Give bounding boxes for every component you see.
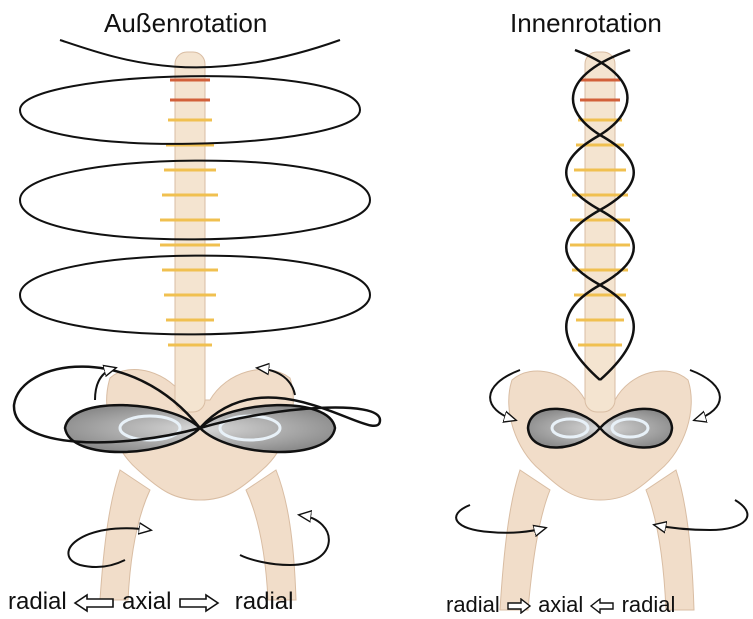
- left-figure-spine: [175, 52, 205, 412]
- right-title: Innenrotation: [510, 8, 662, 39]
- left-outward-arrow-right-icon: [178, 593, 220, 613]
- left-outward-arrow-left-icon: [73, 593, 115, 613]
- left-figure-left-femur: [100, 470, 150, 600]
- left-caption: radial axial radial: [8, 588, 293, 616]
- right-inward-arrow-left-icon: [506, 598, 532, 614]
- right-figure-spine: [585, 52, 615, 412]
- left-caption-axial: axial: [122, 588, 171, 615]
- left-caption-radial-left: radial: [8, 588, 67, 615]
- right-hip-arrow-right: [690, 370, 720, 420]
- right-figure-left-femur: [500, 470, 550, 610]
- right-caption-radial-right: radial: [622, 592, 676, 617]
- right-figure-right-femur: [646, 470, 694, 610]
- left-title: Außenrotation: [104, 8, 267, 39]
- right-caption-axial: axial: [538, 592, 583, 617]
- left-figure-right-femur: [246, 470, 296, 600]
- right-caption-radial-left: radial: [446, 592, 500, 617]
- right-caption: radial axial radial: [446, 592, 675, 618]
- left-caption-radial-right: radial: [235, 588, 294, 615]
- right-inward-arrow-right-icon: [589, 598, 615, 614]
- left-skeleton: [100, 52, 296, 600]
